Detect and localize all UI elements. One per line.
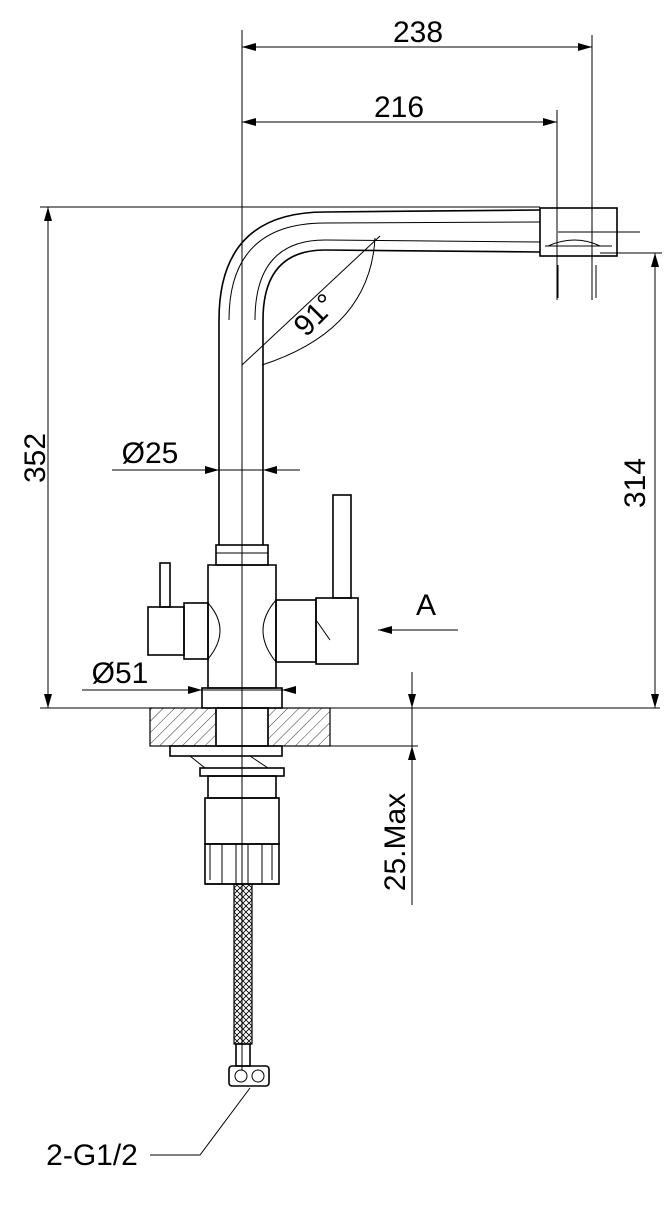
faucet-body: [147, 494, 359, 709]
view-arrow-a: A: [378, 589, 458, 634]
spout-reach-label: 216: [374, 91, 424, 124]
mounting-hardware: [169, 745, 285, 885]
dimension-spout-reach: 216: [242, 91, 558, 300]
body-diameter-label: Ø25: [122, 437, 179, 470]
connection-leader: 2-G1/2: [46, 1087, 251, 1172]
dimension-base-diameter: Ø51: [82, 657, 296, 694]
braided-hose: [228, 883, 270, 1087]
spout-angle-label: 91°: [288, 288, 343, 343]
dimension-spout-angle: 91°: [241, 235, 381, 366]
dimension-spout-height: 314: [600, 252, 662, 708]
max-thickness-label: 25.Max: [379, 793, 412, 891]
overall-reach-label: 238: [393, 16, 443, 49]
connection-label: 2-G1/2: [46, 1139, 138, 1172]
base-diameter-label: Ø51: [92, 657, 149, 690]
overall-height-label: 352: [19, 433, 52, 483]
spout-height-label: 314: [619, 458, 652, 508]
countertop-section: [149, 707, 418, 747]
view-label: A: [416, 589, 436, 622]
dimension-max-thickness: 25.Max: [379, 672, 416, 905]
dimension-overall-height: 352: [19, 206, 660, 709]
spout: [218, 207, 640, 545]
dimension-body-diameter: Ø25: [112, 437, 300, 474]
